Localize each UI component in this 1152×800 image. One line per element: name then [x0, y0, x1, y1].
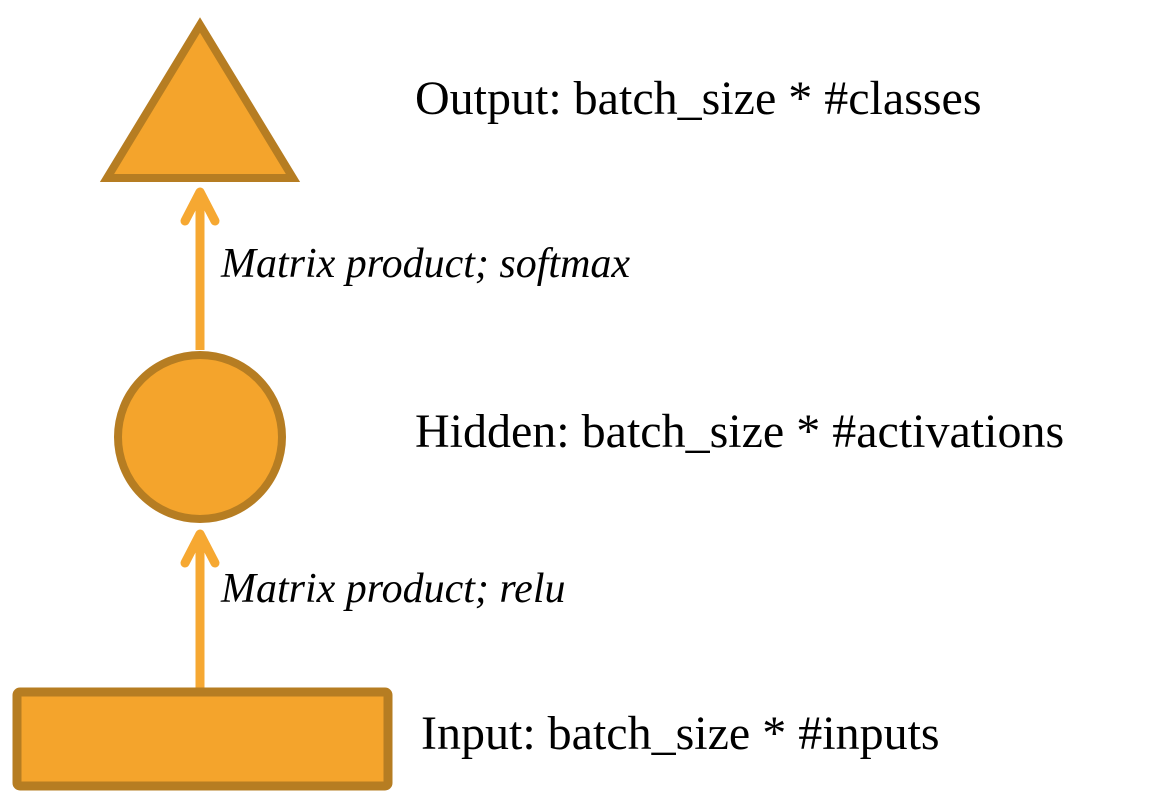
input-node-rectangle-shape [12, 687, 393, 791]
arrow-head-icon [180, 187, 220, 226]
output-node-label: Output: batch_size * #classes [415, 72, 982, 125]
edge-hidden-to-output-arrow [180, 187, 220, 350]
hidden-node-circle-shape [114, 351, 286, 523]
edge-label-matrix-product-softmax: Matrix product; softmax [221, 241, 631, 287]
output-node-triangle-shape [99, 17, 301, 182]
edge-input-to-hidden-arrow [180, 529, 220, 692]
input-node-label: Input: batch_size * #inputs [421, 707, 940, 760]
hidden-node-label: Hidden: batch_size * #activations [415, 405, 1065, 458]
arrow-head-icon [180, 529, 220, 568]
edge-label-matrix-product-relu: Matrix product; relu [221, 566, 566, 612]
